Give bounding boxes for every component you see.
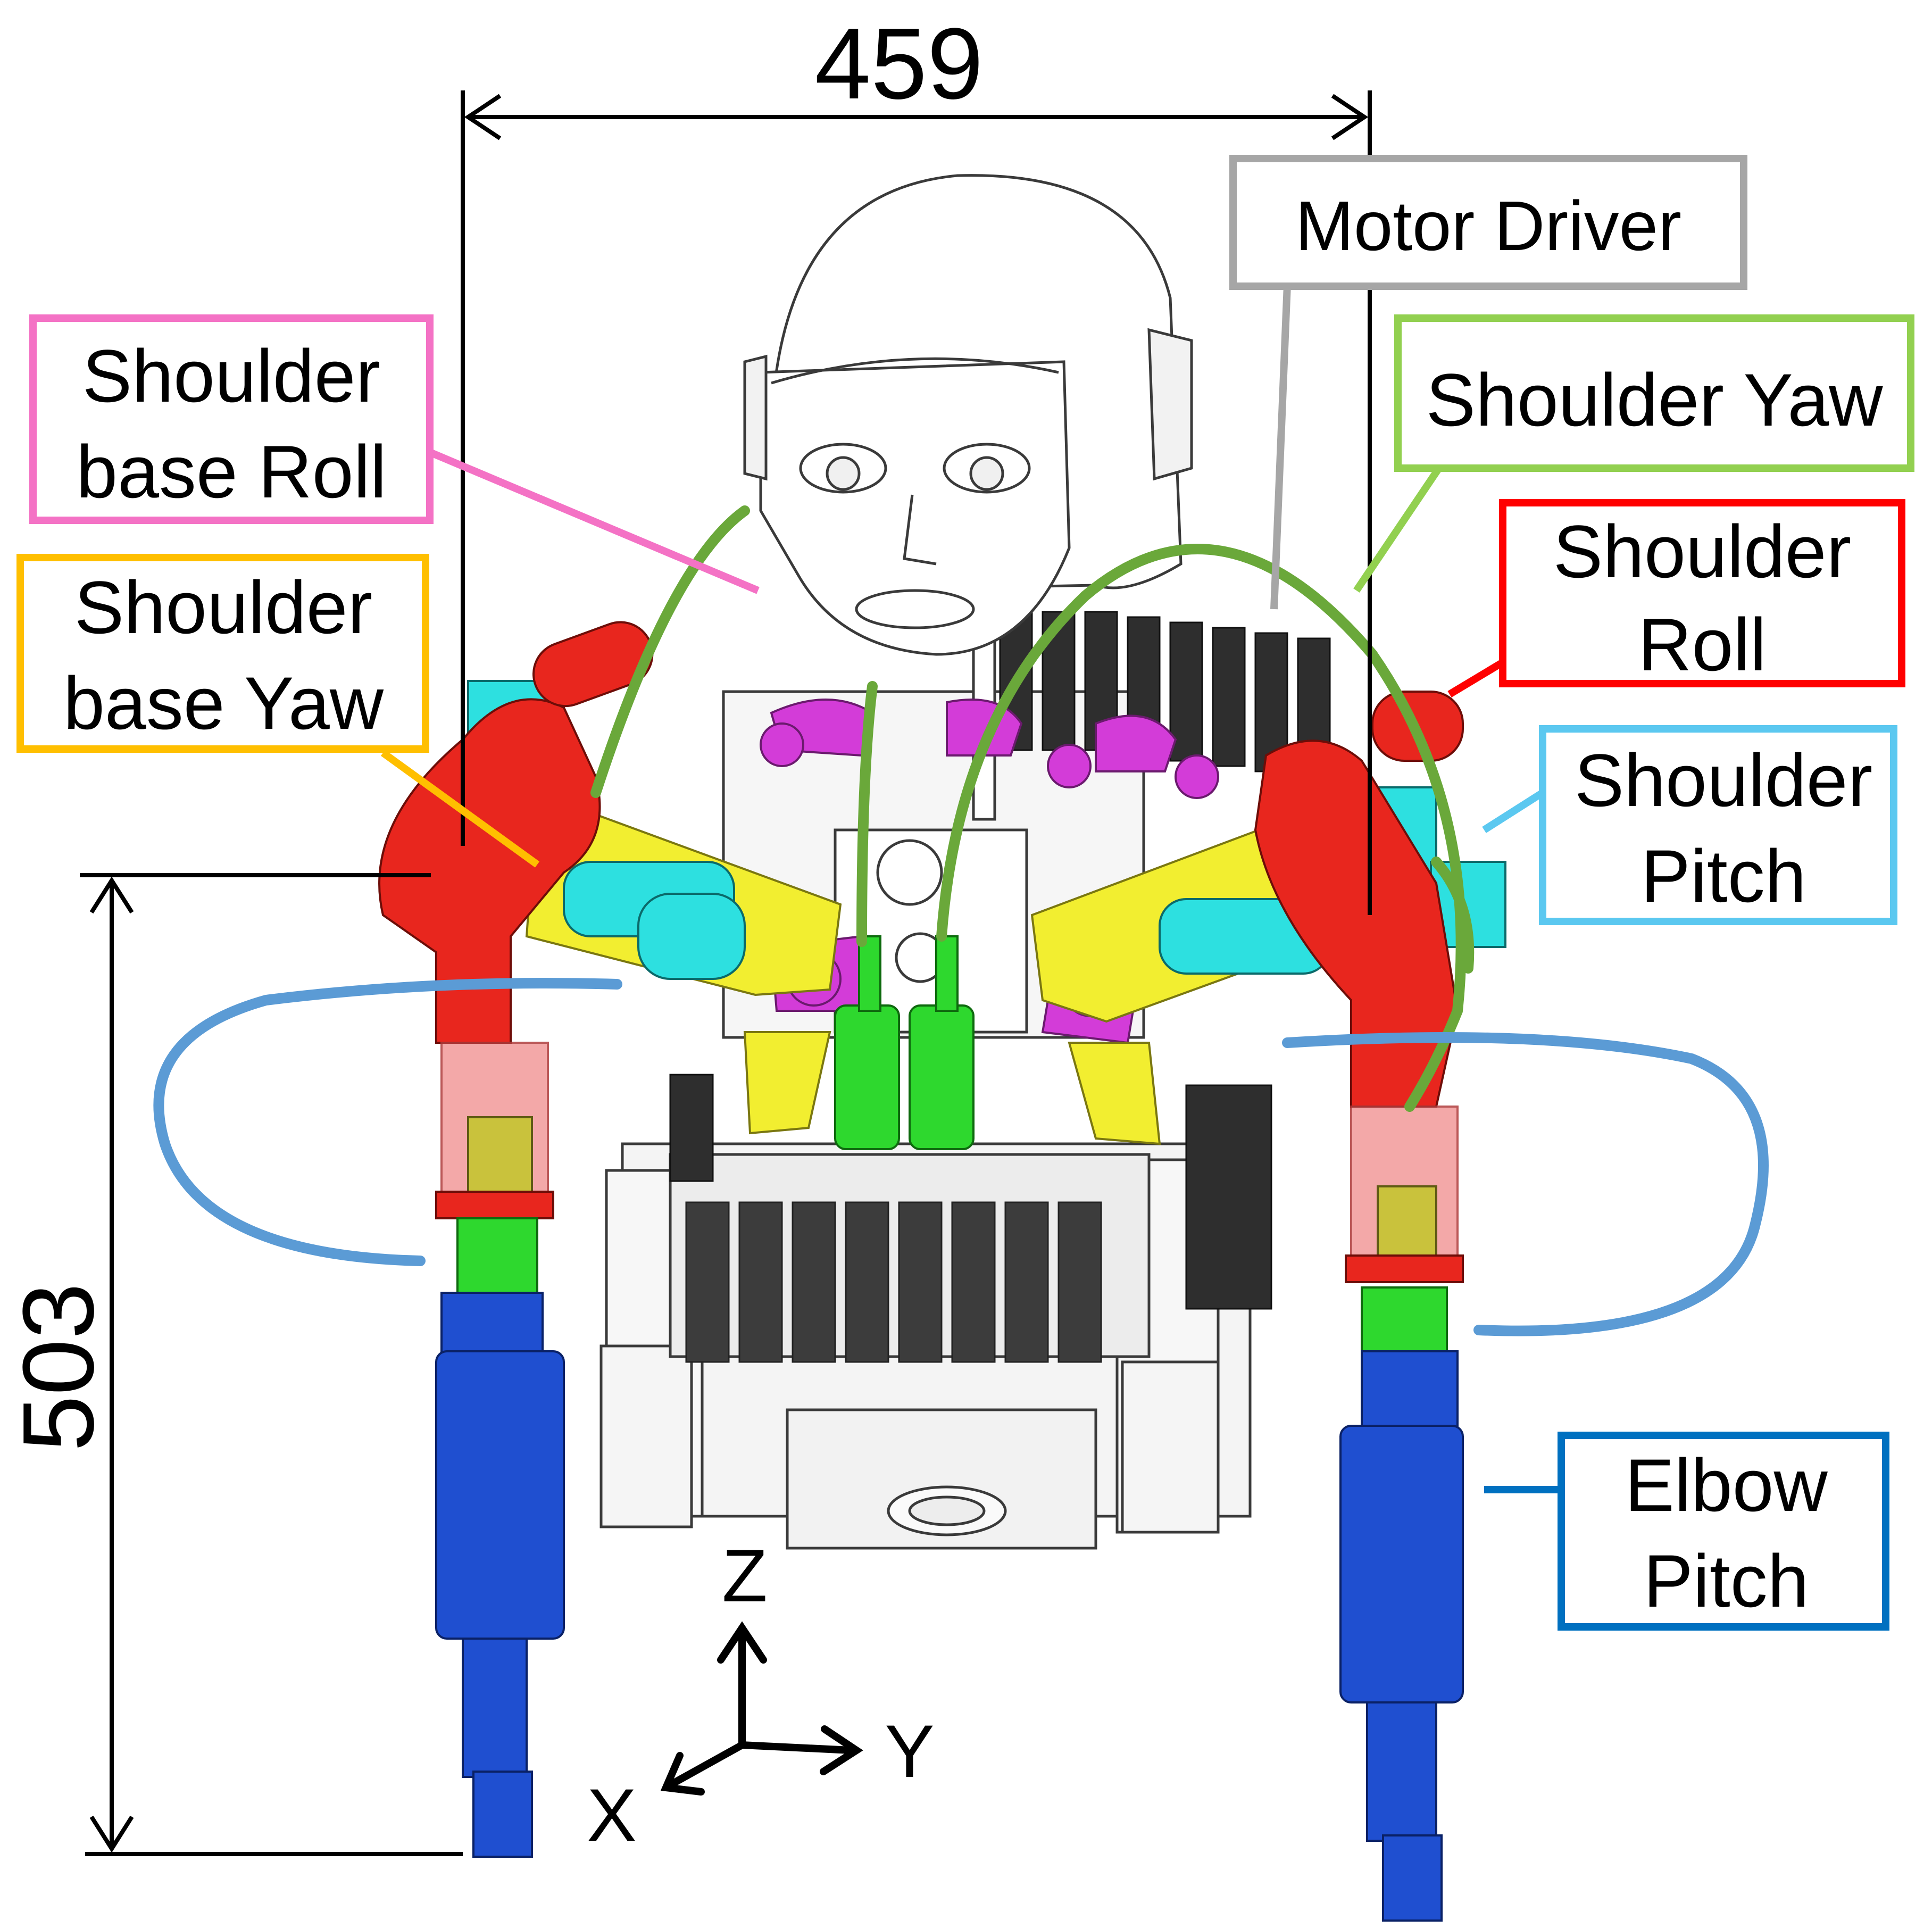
red-arm-parts <box>378 621 1464 1108</box>
right-pupil <box>969 456 1004 491</box>
dim-height-value: 503 <box>2 1283 115 1451</box>
mouth <box>855 589 975 629</box>
green-cable-left <box>590 505 750 798</box>
green-cable-right-arm <box>1431 857 1475 974</box>
callout-shoulder-base-yaw-line1: Shoulder <box>74 566 372 649</box>
dim-width-arrow-right <box>1331 94 1369 140</box>
callout-shoulder-base-yaw: Shoulder base Yaw <box>16 554 429 753</box>
axis-y-line <box>738 1741 855 1754</box>
wrist-red-rings <box>435 1191 1464 1283</box>
callout-shoulder-yaw: Shoulder Yaw <box>1394 314 1914 472</box>
leader-shoulder-pitch <box>1482 790 1545 833</box>
callout-shoulder-base-yaw-line2: base Yaw <box>63 661 384 745</box>
right-ear <box>1147 328 1193 481</box>
nose <box>903 494 937 566</box>
forearm-inner-motors <box>467 1116 1437 1262</box>
lower-left-panel <box>599 1344 693 1528</box>
callout-elbow-pitch-line1: Elbow <box>1625 1443 1828 1527</box>
head-face <box>759 360 1071 656</box>
leader-motor-driver <box>1270 284 1291 610</box>
dim-height-arrow-bottom <box>89 1815 134 1853</box>
dim-height-arrow-top <box>89 876 134 914</box>
torso-base-ring-inner <box>908 1495 986 1526</box>
connector-rows <box>685 1201 1102 1363</box>
axis-x-label: X <box>587 1773 636 1857</box>
leader-lines <box>380 284 1561 1493</box>
callout-shoulder-yaw-line1: Shoulder Yaw <box>1426 358 1884 442</box>
callout-shoulder-base-roll-line1: Shoulder <box>82 334 380 418</box>
blue-cable-right <box>1282 1032 1769 1336</box>
callout-shoulder-pitch: Shoulder Pitch <box>1539 725 1897 925</box>
blue-forearms <box>435 1292 1464 1922</box>
callout-motor-driver: Motor Driver <box>1229 155 1747 290</box>
axis-y-arrow <box>820 1725 863 1775</box>
leader-shoulder-base-roll <box>428 448 760 594</box>
leader-shoulder-roll <box>1447 659 1505 698</box>
axis-z-label: Z <box>722 1534 768 1617</box>
callout-shoulder-roll-line1: Shoulder <box>1553 510 1851 593</box>
leader-shoulder-base-yaw <box>380 750 540 868</box>
left-ear <box>743 354 768 481</box>
blue-cables <box>153 978 1769 1336</box>
robot-head <box>743 174 1193 656</box>
coordinate-axes <box>660 1621 863 1796</box>
axis-x-arrow <box>660 1752 705 1796</box>
leader-shoulder-yaw <box>1353 466 1442 593</box>
blue-cable-left <box>153 978 622 1266</box>
green-cable-center-right <box>936 544 1467 1112</box>
left-pupil <box>826 456 861 491</box>
callout-elbow-pitch-line2: Pitch <box>1643 1539 1809 1623</box>
lower-right-panel <box>1121 1360 1220 1534</box>
callout-elbow-pitch: Elbow Pitch <box>1558 1432 1889 1631</box>
axis-x-line <box>667 1741 746 1789</box>
callout-shoulder-pitch-line1: Shoulder <box>1575 738 1872 822</box>
axis-z-arrow <box>717 1621 767 1664</box>
green-parts <box>456 935 1448 1352</box>
green-cable-center-left <box>856 681 878 947</box>
callout-shoulder-base-roll-line2: base Roll <box>76 430 387 513</box>
callout-shoulder-pitch-line2: Pitch <box>1640 834 1806 918</box>
callout-shoulder-roll: Shoulder Roll <box>1499 499 1905 687</box>
head-forehead-line <box>771 357 1059 385</box>
callout-motor-driver-line1: Motor Driver <box>1295 187 1681 265</box>
dim-width-value: 459 <box>814 7 983 120</box>
dim-width-arrow-left <box>464 94 502 140</box>
callout-shoulder-roll-line2: Roll <box>1638 603 1766 686</box>
callout-shoulder-base-roll: Shoulder base Roll <box>29 314 434 524</box>
axis-y-label: Y <box>885 1709 934 1793</box>
chest-gear <box>876 839 943 906</box>
green-cables <box>590 505 1475 1112</box>
